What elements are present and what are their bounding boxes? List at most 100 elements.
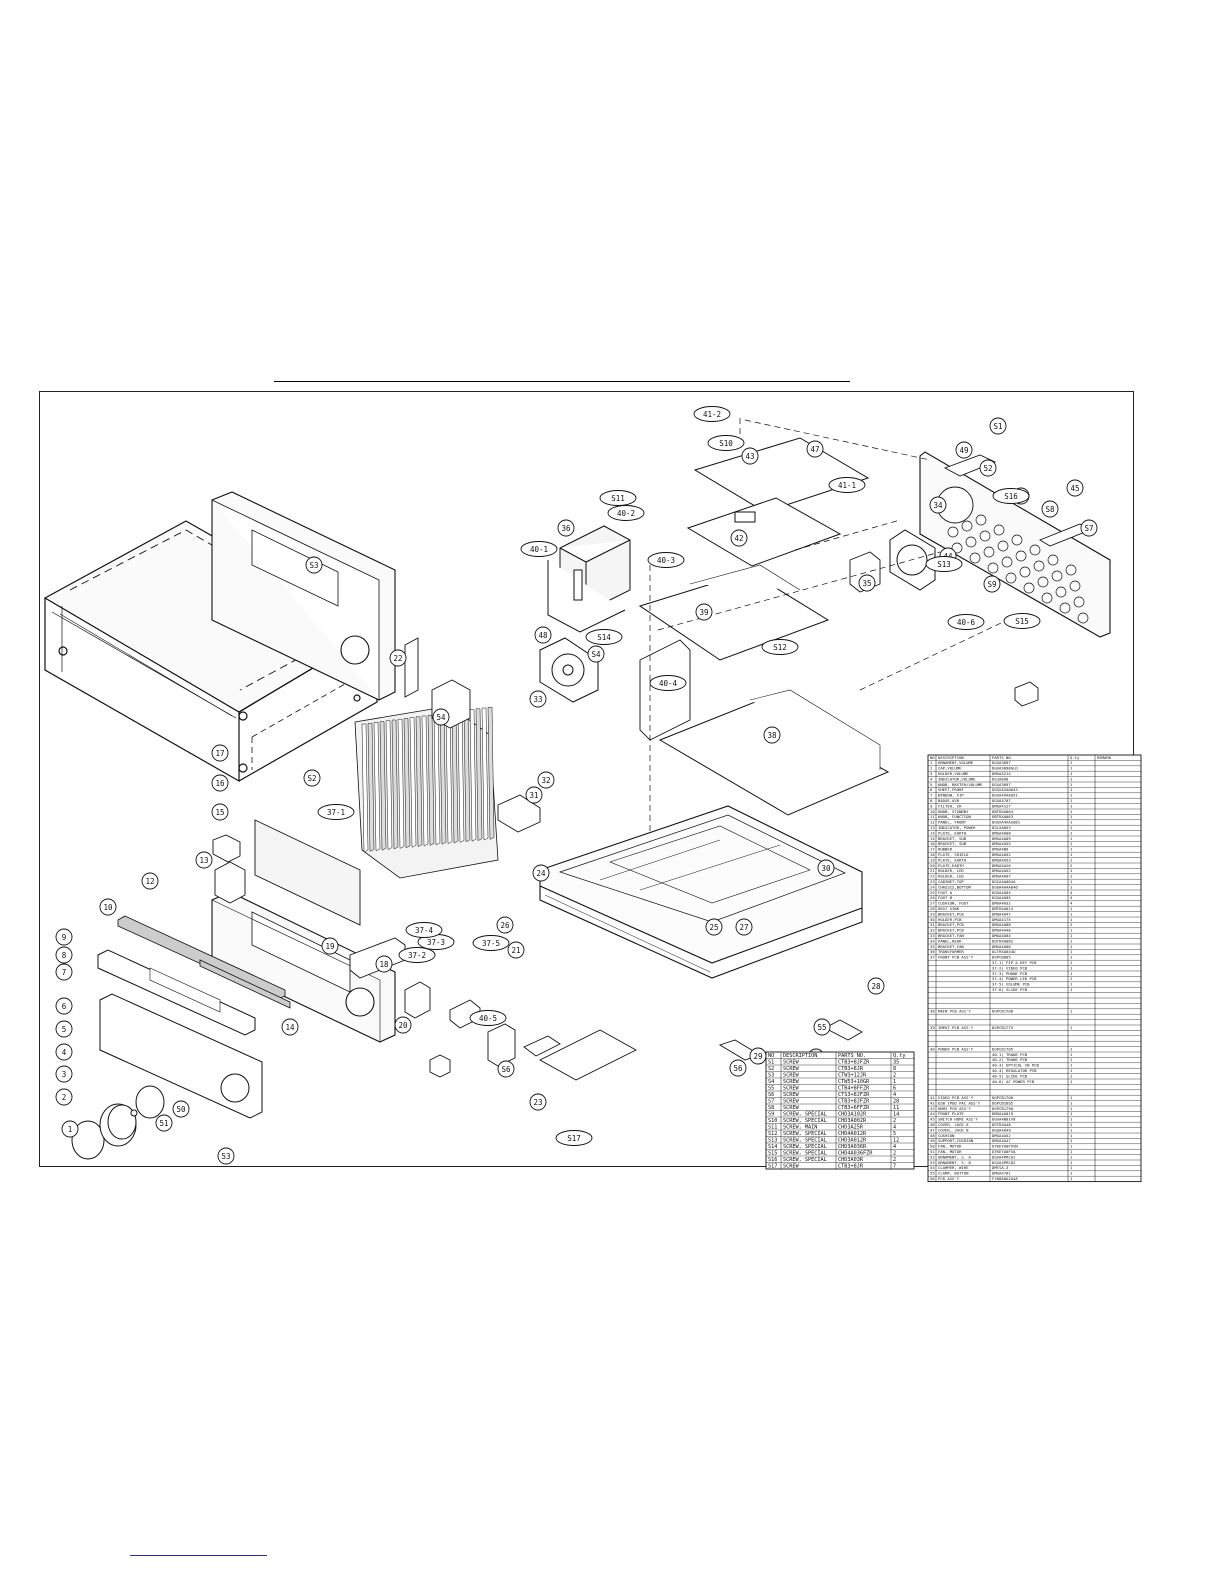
table-cell: CTB3+8JR bbox=[838, 1066, 864, 1072]
callout-label: 6 bbox=[62, 1002, 67, 1011]
table-cell: HOLDER,VOLUME bbox=[938, 771, 969, 776]
table-cell: Q.ty bbox=[1070, 755, 1080, 760]
callout-31: 31 bbox=[525, 786, 543, 804]
callout-label: 40-5 bbox=[479, 1014, 497, 1023]
callout-label: 32 bbox=[541, 776, 550, 785]
table-cell: CLAMP, BUTTON bbox=[938, 1171, 969, 1176]
table-cell: 4 bbox=[893, 1124, 896, 1130]
table-cell: SCREW, SPECIAL bbox=[783, 1150, 827, 1156]
table-cell: DGLXA053 bbox=[992, 825, 1011, 830]
callout-37-2: 37-2 bbox=[398, 947, 436, 963]
bottom-chassis bbox=[539, 805, 863, 979]
callout-label: 26 bbox=[500, 921, 510, 930]
table-cell: VIDEO PCB ASS'Y bbox=[938, 1095, 974, 1100]
callout-45: 45 bbox=[1066, 479, 1084, 497]
table-cell: 48 bbox=[930, 1133, 935, 1138]
table-cell: 35 bbox=[893, 1059, 899, 1065]
table-cell: DMGA4A55 bbox=[992, 841, 1011, 846]
callout-bubbles: 1234567891012131415161718192021222324252… bbox=[55, 406, 1098, 1165]
table-cell: SCREW bbox=[783, 1098, 799, 1104]
table-cell: 1 bbox=[1070, 965, 1073, 970]
table-cell: DGGA4A49 bbox=[992, 1127, 1011, 1132]
table-cell: DMGA4175 bbox=[992, 917, 1011, 922]
table-cell: Q.ty bbox=[893, 1053, 906, 1059]
table-cell: DGGXA2A0043 bbox=[992, 787, 1018, 792]
callout-38: 38 bbox=[763, 726, 781, 744]
table-cell: CTW3+12JR bbox=[838, 1072, 867, 1078]
callout-label: 37-2 bbox=[408, 951, 426, 960]
table-cell: CAP,VOLUME bbox=[938, 766, 962, 771]
table-cell: DBTRXA064 bbox=[992, 809, 1014, 814]
table-cell: S16 bbox=[768, 1157, 777, 1163]
table-cell: CHASSIS,BOTTOM bbox=[938, 884, 971, 889]
table-cell: DLTRXA044U bbox=[992, 949, 1016, 954]
callout-14: 14 bbox=[281, 1018, 299, 1036]
callout-26: 26 bbox=[496, 916, 514, 934]
table-cell: CHD4A012R bbox=[838, 1131, 867, 1137]
table-cell: KNOB, FUNCTION bbox=[938, 814, 971, 819]
callout-label: 23 bbox=[533, 1098, 542, 1107]
table-cell: 1 bbox=[1070, 766, 1073, 771]
table-cell: 1 bbox=[1070, 847, 1073, 852]
table-cell: S8 bbox=[768, 1105, 774, 1111]
callout-label: S16 bbox=[1004, 492, 1018, 501]
table-cell: 1 bbox=[893, 1079, 896, 1085]
table-cell: 1 bbox=[1070, 814, 1073, 819]
callout-s11: S11 bbox=[599, 490, 637, 506]
table-cell: 37 bbox=[930, 955, 935, 960]
table-cell: 1 bbox=[1070, 1079, 1073, 1084]
callout-s7: S7 bbox=[1080, 519, 1098, 537]
table-cell: PCB ASS'Y bbox=[938, 1176, 960, 1181]
table-cell: 37-2) VIDEO PCB bbox=[992, 965, 1028, 970]
table-cell: SCREW, SPECIAL bbox=[783, 1137, 827, 1143]
callout-label: 45 bbox=[1070, 484, 1079, 493]
table-cell: 1 bbox=[1070, 1009, 1073, 1014]
callout-label: 19 bbox=[325, 942, 334, 951]
table-cell: 25 bbox=[930, 890, 935, 895]
table-cell: BRACKET, SUB bbox=[938, 841, 967, 846]
callout-s8: S8 bbox=[1041, 500, 1059, 518]
callout-52: 52 bbox=[979, 459, 997, 477]
table-cell: 1 bbox=[1070, 1165, 1073, 1170]
front-sheet bbox=[97, 915, 291, 1119]
table-cell: DBTRXA063 bbox=[992, 814, 1014, 819]
table-cell: SCREW bbox=[783, 1059, 799, 1065]
callout-label: 34 bbox=[933, 501, 943, 510]
callout-label: 22 bbox=[393, 654, 402, 663]
callout-15: 15 bbox=[211, 803, 229, 821]
table-cell: BRACKET,PCB bbox=[938, 922, 964, 927]
table-cell: BRACKET, SUB bbox=[938, 836, 967, 841]
table-cell: 39 bbox=[930, 1025, 935, 1030]
rear-panel bbox=[919, 451, 1111, 638]
table-cell: 29 bbox=[930, 911, 935, 916]
callout-17: 17 bbox=[211, 744, 229, 762]
table-cell: MAIN PCB ASS'Y bbox=[938, 1009, 971, 1014]
callout-s16: S16 bbox=[992, 488, 1030, 504]
table-cell: FRONT PLATE bbox=[938, 1111, 964, 1116]
table-cell: 42 bbox=[930, 1100, 935, 1105]
callout-s6: S6 bbox=[497, 1060, 515, 1078]
callout-label: 30 bbox=[821, 864, 831, 873]
table-cell: 40-4) REGULATOR PCB bbox=[992, 1068, 1037, 1073]
table-cell: 1 bbox=[1070, 857, 1073, 862]
transformer bbox=[547, 525, 631, 633]
